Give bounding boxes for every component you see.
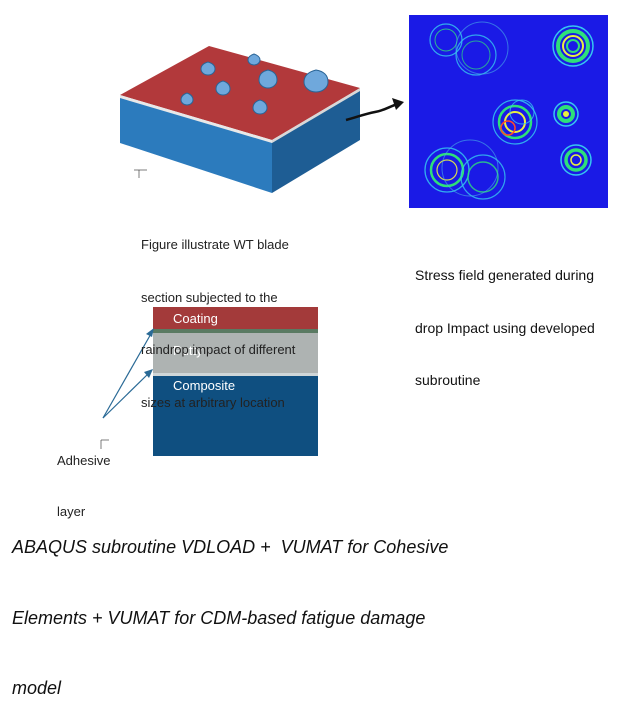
adhesive-layer-top — [153, 329, 318, 333]
raindrop — [247, 53, 261, 66]
raindrop — [252, 99, 268, 115]
curved-arrow — [345, 102, 399, 122]
arrow-head — [392, 98, 404, 110]
stress-rings — [424, 21, 594, 200]
raindrop — [215, 80, 231, 96]
raindrops — [180, 53, 329, 115]
blade-edge-highlight — [120, 95, 272, 143]
axis-triad-icon — [134, 169, 147, 178]
axis-triad-icon — [100, 439, 109, 449]
composite-label: Composite — [173, 378, 236, 393]
coating-layer — [153, 307, 318, 329]
blade-section-3d — [120, 46, 404, 193]
blade-edge-highlight-right — [272, 88, 360, 143]
arrow-head — [144, 369, 153, 378]
coating-label: Coating — [173, 311, 218, 326]
blade-front-face — [120, 98, 272, 193]
adhesive-arrows — [100, 328, 154, 449]
raindrop — [180, 92, 194, 106]
stress-field-plot — [409, 15, 608, 208]
adhesive-layer-bottom — [153, 373, 318, 376]
subroutine-description: ABAQUS subroutine VDLOAD + VUMAT for Coh… — [12, 537, 449, 698]
raindrop — [200, 61, 216, 76]
adhesive-label: Adhesive layer — [57, 453, 111, 519]
blade-figure-caption: Figure illustrate WT blade section subje… — [141, 237, 296, 410]
putty-label: Putty — [173, 343, 203, 358]
layer-stack — [153, 307, 318, 456]
composite-layer — [153, 376, 318, 456]
putty-layer — [153, 333, 318, 373]
arrow-to-bottom-adhesive — [102, 371, 151, 419]
blade-top-face — [120, 46, 360, 140]
raindrop — [303, 69, 329, 93]
arrow-head — [146, 328, 154, 337]
stress-field-caption: Stress field generated during drop Impac… — [415, 267, 595, 388]
blade-side-face — [272, 91, 360, 193]
raindrop — [258, 69, 278, 89]
arrow-to-top-adhesive — [102, 331, 153, 419]
